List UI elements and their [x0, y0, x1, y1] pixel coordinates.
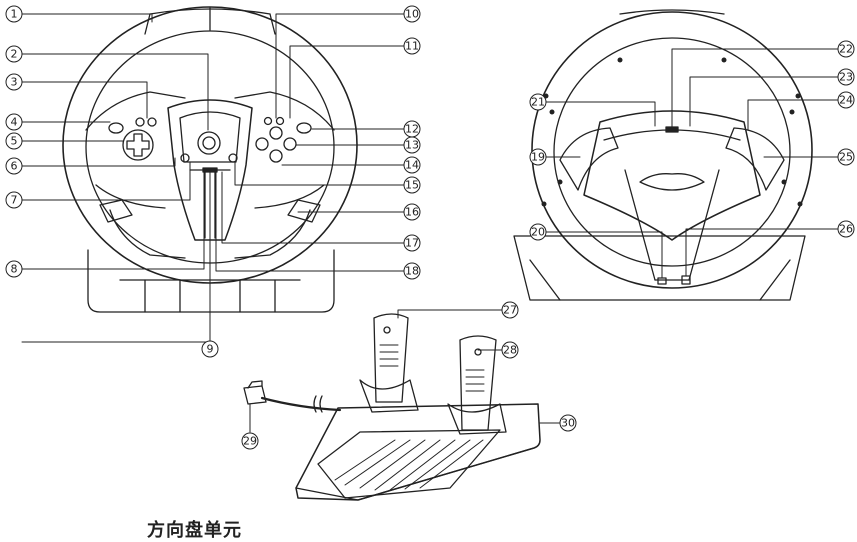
callout-number: 11: [405, 40, 419, 53]
callout-24: 24: [837, 91, 855, 109]
callout-27: 27: [501, 301, 519, 319]
callout-26: 26: [837, 220, 855, 238]
callout-circle: [837, 91, 855, 109]
callout-3: 3: [5, 73, 23, 91]
callout-number: 3: [11, 76, 18, 89]
callout-circle: [5, 73, 23, 91]
callout-circle: [559, 414, 577, 432]
callout-4: 4: [5, 113, 23, 131]
callout-circle: [5, 45, 23, 63]
callout-1: 1: [5, 5, 23, 23]
callout-number: 20: [531, 226, 545, 239]
callout-number: 24: [839, 94, 853, 107]
callout-9: 9: [201, 340, 219, 358]
callout-circle: [403, 234, 421, 252]
front-wheel: [62, 6, 358, 313]
callout-30: 30: [559, 414, 577, 432]
callout-number: 9: [207, 343, 214, 356]
callout-8: 8: [5, 260, 23, 278]
callout-number: 12: [405, 123, 419, 136]
callout-5: 5: [5, 132, 23, 150]
callout-circle: [403, 37, 421, 55]
callout-number: 6: [11, 160, 18, 173]
rear-wheel: [513, 9, 813, 301]
callout-number: 19: [531, 151, 545, 164]
callout-23: 23: [837, 68, 855, 86]
callout-circle: [403, 136, 421, 154]
callout-circle: [403, 203, 421, 221]
callout-circle: [529, 223, 547, 241]
callout-number: 21: [531, 96, 545, 109]
callout-circle: [5, 132, 23, 150]
callout-number: 27: [503, 304, 517, 317]
callout-13: 13: [403, 136, 421, 154]
callout-12: 12: [403, 120, 421, 138]
callout-18: 18: [403, 262, 421, 280]
callout-circle: [241, 432, 259, 450]
callout-15: 15: [403, 176, 421, 194]
callout-22: 22: [837, 40, 855, 58]
callout-circle: [837, 68, 855, 86]
callout-number: 17: [405, 237, 419, 250]
callout-number: 22: [839, 43, 853, 56]
callout-28: 28: [501, 341, 519, 359]
callout-number: 16: [405, 206, 419, 219]
callout-circle: [837, 40, 855, 58]
callout-2: 2: [5, 45, 23, 63]
callout-number: 29: [243, 435, 257, 448]
callout-number: 2: [11, 48, 18, 61]
callout-14: 14: [403, 156, 421, 174]
callout-circle: [201, 340, 219, 358]
callout-circle: [501, 301, 519, 319]
diagram-caption: 方向盘单元: [147, 520, 242, 541]
callout-11: 11: [403, 37, 421, 55]
callout-circle: [403, 156, 421, 174]
callout-number: 10: [405, 8, 419, 21]
callout-number: 14: [405, 159, 419, 172]
callout-number: 15: [405, 179, 419, 192]
callout-number: 5: [11, 135, 18, 148]
callout-6: 6: [5, 157, 23, 175]
callout-number: 13: [405, 139, 419, 152]
callout-circle: [501, 341, 519, 359]
callout-7: 7: [5, 191, 23, 209]
callout-circle: [5, 191, 23, 209]
callout-number: 23: [839, 71, 853, 84]
callout-layer: 1234567891011121314151617181920212223242…: [5, 5, 855, 450]
callout-circle: [403, 5, 421, 23]
pedal-unit: [243, 313, 541, 501]
callout-number: 1: [11, 8, 18, 21]
callout-16: 16: [403, 203, 421, 221]
callout-21: 21: [529, 93, 547, 111]
callout-circle: [5, 157, 23, 175]
callout-circle: [529, 148, 547, 166]
callout-circle: [403, 176, 421, 194]
callout-number: 26: [839, 223, 853, 236]
callout-number: 25: [839, 151, 853, 164]
callout-circle: [837, 148, 855, 166]
leader-lines: [21, 13, 839, 433]
callout-20: 20: [529, 223, 547, 241]
callout-17: 17: [403, 234, 421, 252]
callout-circle: [5, 260, 23, 278]
callout-circle: [5, 5, 23, 23]
callout-number: 4: [11, 116, 18, 129]
callout-19: 19: [529, 148, 547, 166]
callout-number: 7: [11, 194, 18, 207]
callout-number: 30: [561, 417, 575, 430]
callout-circle: [403, 262, 421, 280]
callout-25: 25: [837, 148, 855, 166]
callout-circle: [529, 93, 547, 111]
callout-circle: [5, 113, 23, 131]
callout-circle: [837, 220, 855, 238]
callout-number: 18: [405, 265, 419, 278]
callout-number: 8: [11, 263, 18, 276]
callout-29: 29: [241, 432, 259, 450]
callout-10: 10: [403, 5, 421, 23]
callout-number: 28: [503, 344, 517, 357]
